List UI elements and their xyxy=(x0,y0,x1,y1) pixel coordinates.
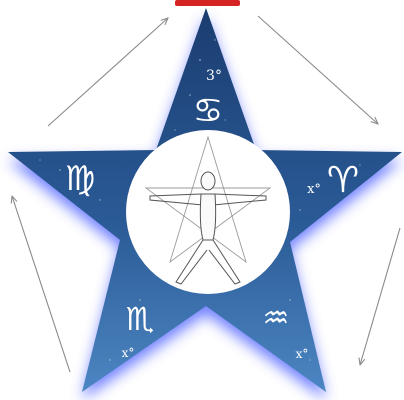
top-red-label-fragment xyxy=(175,0,240,6)
aquarius-icon: ♒ xyxy=(263,301,290,336)
aries-icon: ♈ xyxy=(327,160,359,201)
arrow-top-to-upper-right xyxy=(258,16,378,124)
cancer-icon: ♋ xyxy=(193,91,223,131)
arrow-upper-right-to-lower-right xyxy=(360,228,400,365)
degree-lower-left: x° xyxy=(122,346,135,360)
virgo-icon: ♍ xyxy=(65,159,95,199)
degree-top: 3° xyxy=(206,68,222,84)
scorpio-icon: ♏ xyxy=(126,300,155,338)
degree-lower-right: x° xyxy=(296,347,309,361)
arrow-upper-left-to-top xyxy=(48,18,168,126)
degree-upper-right: x° xyxy=(307,182,321,197)
arrow-lower-left-to-upper-left xyxy=(12,196,70,372)
